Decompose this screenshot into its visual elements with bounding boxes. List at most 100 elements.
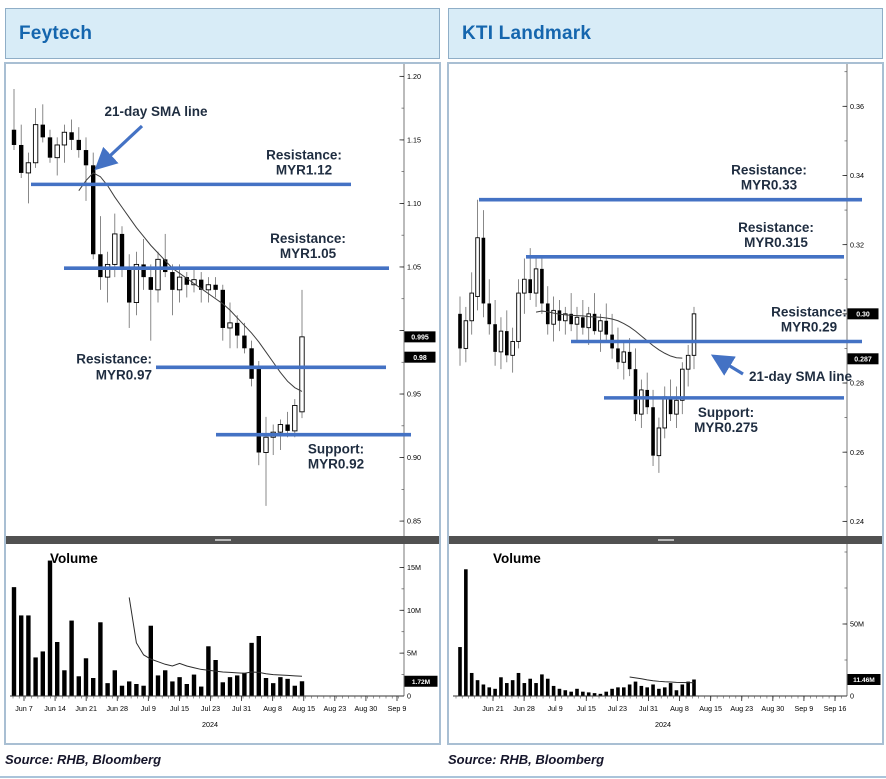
svg-text:Jul 9: Jul 9 (141, 704, 156, 713)
svg-text:MYR0.315: MYR0.315 (744, 235, 808, 250)
feytech-title: Feytech (19, 22, 93, 44)
svg-text:1.05: 1.05 (407, 263, 421, 272)
svg-text:Aug 30: Aug 30 (355, 704, 378, 713)
svg-text:Jul 31: Jul 31 (639, 704, 658, 713)
svg-text:Support:: Support: (698, 405, 754, 420)
svg-text:Aug 15: Aug 15 (292, 704, 315, 713)
svg-text:Aug 30: Aug 30 (761, 704, 784, 713)
svg-text:Sep 16: Sep 16 (824, 704, 847, 713)
splitter-handle-icon (214, 539, 231, 541)
svg-text:Sep 9: Sep 9 (795, 704, 814, 713)
svg-text:0.95: 0.95 (407, 390, 421, 399)
svg-text:0.90: 0.90 (407, 453, 421, 462)
svg-text:1.20: 1.20 (407, 72, 421, 81)
support-resistance-lines: Resistance:MYR1.12Resistance:MYR1.05Resi… (31, 147, 411, 472)
svg-text:Aug 23: Aug 23 (730, 704, 753, 713)
svg-text:Resistance:: Resistance: (266, 147, 342, 162)
svg-text:Sep 9: Sep 9 (388, 704, 407, 713)
volume-title: Volume (493, 551, 541, 566)
kti-panel-splitter (449, 536, 882, 544)
price-y-axis: 1.201.151.101.050.950.900.85 (399, 64, 421, 536)
last-price-labels: 0.30 0.287 (847, 308, 879, 365)
svg-text:Resistance:: Resistance: (731, 163, 807, 178)
x-axis-year-label: 2024 (202, 720, 218, 729)
svg-text:Aug 8: Aug 8 (263, 704, 282, 713)
svg-text:0.36: 0.36 (850, 102, 864, 111)
svg-text:Jun 21: Jun 21 (482, 704, 504, 713)
sma-arrow-icon (710, 354, 744, 376)
svg-text:0.26: 0.26 (850, 448, 864, 457)
svg-text:0.995: 0.995 (411, 335, 429, 342)
svg-text:Aug 8: Aug 8 (670, 704, 689, 713)
svg-text:50M: 50M (850, 620, 864, 629)
svg-text:Jul 15: Jul 15 (577, 704, 596, 713)
svg-text:21-day SMA line: 21-day SMA line (104, 104, 208, 119)
sma-annotation: 21-day SMA line (94, 104, 208, 171)
svg-text:15M: 15M (407, 563, 421, 572)
svg-text:MYR1.12: MYR1.12 (276, 162, 332, 177)
svg-text:0.30: 0.30 (856, 312, 870, 319)
svg-text:MYR0.29: MYR0.29 (781, 320, 837, 335)
last-volume-label: 1.72M (404, 675, 438, 687)
svg-text:Jun 28: Jun 28 (106, 704, 128, 713)
svg-text:Jun 7: Jun 7 (15, 704, 33, 713)
svg-text:Jul 31: Jul 31 (232, 704, 251, 713)
volume-ma-line (629, 676, 695, 684)
kti-title-bar: KTI Landmark (448, 8, 883, 59)
feytech-panel-splitter (6, 536, 439, 544)
volume-bars (458, 569, 696, 696)
candlesticks (11, 89, 305, 506)
svg-text:Resistance:: Resistance: (270, 231, 346, 246)
svg-text:21-day SMA line: 21-day SMA line (749, 369, 853, 384)
sma-arrow-icon (94, 124, 144, 171)
svg-text:Jun 28: Jun 28 (513, 704, 535, 713)
last-volume-label: 11.46M (847, 673, 881, 685)
sma-line (535, 310, 683, 359)
price-y-axis: 0.360.340.320.280.260.24 (842, 64, 864, 536)
svg-text:MYR0.275: MYR0.275 (694, 420, 758, 435)
volume-bars (11, 560, 305, 696)
svg-text:Jul 9: Jul 9 (548, 704, 563, 713)
svg-text:MYR0.97: MYR0.97 (96, 367, 152, 382)
feytech-price-chart: 1.201.151.101.050.950.900.85Resistance:M… (11, 64, 436, 536)
svg-text:1.10: 1.10 (407, 199, 421, 208)
svg-text:Jul 23: Jul 23 (608, 704, 627, 713)
svg-text:Resistance:: Resistance: (771, 305, 847, 320)
svg-text:1.15: 1.15 (407, 135, 421, 144)
svg-text:0.98: 0.98 (413, 355, 427, 362)
x-axis: Jun 21 Jun 28 Jul 9 Jul 15 Jul 23 Jul 31 Aug 8… (453, 695, 847, 729)
volume-ma-line (128, 597, 303, 677)
last-price-labels: 0.995 0.98 (404, 331, 436, 363)
svg-text:Jul 15: Jul 15 (170, 704, 189, 713)
page-bottom-rule (0, 776, 886, 778)
svg-text:Support:: Support: (308, 442, 364, 457)
svg-text:0.287: 0.287 (854, 356, 872, 363)
svg-text:11.46M: 11.46M (853, 677, 875, 684)
svg-text:0: 0 (407, 692, 411, 701)
sma-annotation: 21-day SMA line (710, 354, 853, 384)
svg-text:1.72M: 1.72M (412, 679, 431, 686)
svg-text:0.34: 0.34 (850, 171, 864, 180)
feytech-source-note: Source: RHB, Bloomberg (5, 752, 162, 767)
svg-text:Aug 23: Aug 23 (323, 704, 346, 713)
svg-text:0.32: 0.32 (850, 240, 864, 249)
svg-text:Jun 21: Jun 21 (75, 704, 97, 713)
svg-text:0: 0 (850, 692, 854, 701)
sma-line (78, 172, 303, 392)
svg-text:MYR0.33: MYR0.33 (741, 178, 798, 193)
svg-text:10M: 10M (407, 606, 421, 615)
svg-text:Resistance:: Resistance: (738, 220, 814, 235)
svg-text:Jun 14: Jun 14 (44, 704, 66, 713)
feytech-title-bar: Feytech (5, 8, 440, 59)
svg-text:Aug 15: Aug 15 (699, 704, 722, 713)
support-resistance-lines: Resistance:MYR0.33Resistance:MYR0.315Res… (479, 163, 862, 435)
splitter-handle-icon (657, 539, 674, 541)
